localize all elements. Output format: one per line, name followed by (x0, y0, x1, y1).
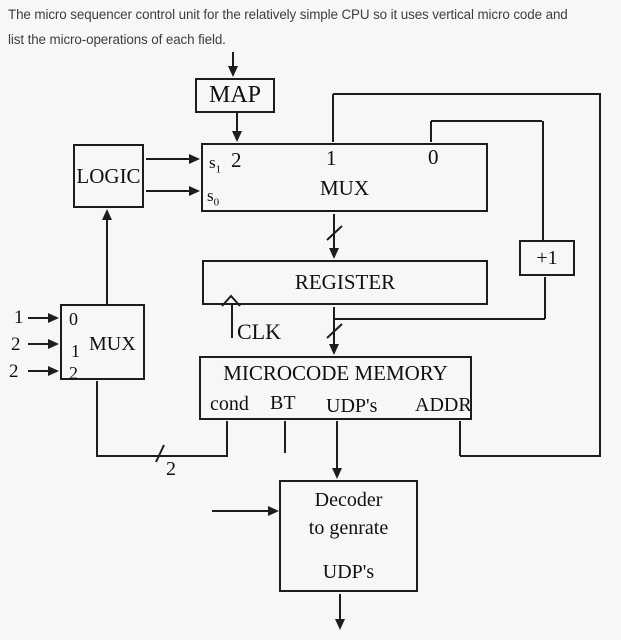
map-to-mux-arrow (232, 113, 242, 142)
decoder-box: Decoder to genrate UDP's (279, 480, 418, 592)
microcode-memory-title: MICROCODE MEMORY (223, 361, 448, 385)
mux-small-port-1: 1 (71, 341, 80, 361)
decoder-line-2: to genrate (308, 517, 389, 539)
decoder-line-3: UDP's (322, 561, 375, 583)
mux-main-input-0-label: 0 (428, 145, 439, 169)
plus-one-box: +1 (519, 240, 575, 276)
memory-field-cond: cond (210, 393, 249, 415)
caption-line-1: The micro sequencer control unit for the… (8, 7, 568, 22)
decoder-left-input-arrow (212, 506, 279, 516)
caption-line-2: list the micro-operations of each field. (8, 32, 226, 47)
mux-small-to-logic-arrow (102, 209, 112, 304)
decoder-output-arrow (335, 594, 345, 630)
mux-small-label: MUX (89, 333, 136, 355)
logic-box: LOGIC (73, 144, 144, 208)
logic-to-mux-s0-arrow (146, 186, 200, 196)
register-to-memory-arrow (326, 307, 343, 355)
bus-width-label: 2 (166, 458, 176, 480)
map-box: MAP (195, 78, 275, 113)
mux-main-s0-label: s0 (207, 186, 220, 209)
mux-main-label: MUX (319, 176, 369, 200)
mux-small-input-arrows (28, 313, 59, 376)
map-label: MAP (208, 82, 262, 108)
mux-small-ext-input-2: 2 (9, 361, 19, 382)
register-box: REGISTER (202, 260, 488, 305)
mux-main-s1-label: s1 (209, 153, 222, 176)
clk-label: CLK (237, 319, 281, 344)
memory-field-udps: UDP's (326, 395, 378, 417)
memory-field-bt: BT (270, 392, 296, 414)
logic-label: LOGIC (76, 163, 141, 188)
mux-to-register-arrow (326, 214, 343, 259)
mux-small-port-2: 2 (69, 363, 78, 383)
mux-small-port-0: 0 (69, 309, 78, 329)
udps-to-decoder-arrow (332, 421, 342, 479)
decoder-line-1: Decoder (314, 489, 383, 511)
microcode-memory-box: MICROCODE MEMORY cond BT UDP's ADDR (199, 356, 472, 420)
register-label: REGISTER (294, 270, 396, 294)
plus-one-label: +1 (536, 246, 558, 269)
mux-small-ext-input-0: 1 (14, 307, 24, 328)
entry-arrow (228, 52, 238, 77)
mux-small-box: 0 1 2 MUX (60, 304, 145, 383)
memory-field-addr: ADDR (415, 394, 472, 416)
mux-main-box: s1 2 1 0 MUX s0 (201, 143, 488, 212)
mux-main-input-1-label: 1 (326, 146, 337, 170)
mux-main-input-2-label: 2 (231, 148, 242, 172)
logic-to-mux-s1-arrow (146, 154, 200, 164)
mux-small-ext-input-1: 2 (11, 334, 21, 355)
